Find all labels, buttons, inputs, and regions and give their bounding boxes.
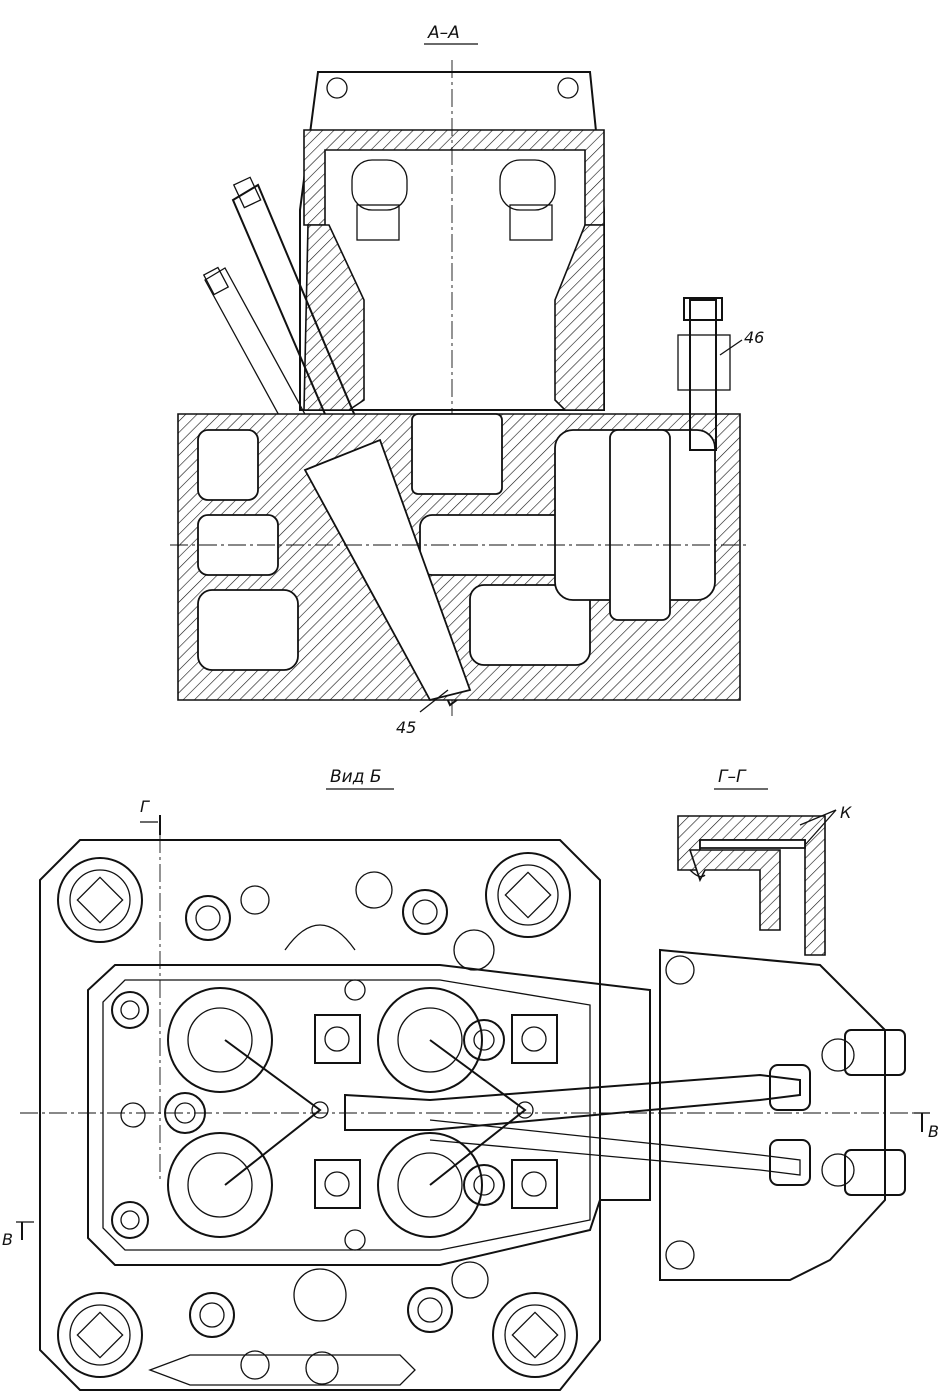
view-b-title: Вид Б [330,767,382,787]
section-mark-v-right: В [928,1122,939,1141]
corner-bolt [57,857,143,943]
corner-bolt [485,852,571,938]
corner-bolt [57,1292,143,1378]
section-gg-view: Г–Г К [677,767,852,956]
part-number-45: 45 [396,718,416,737]
section-mark-g: Г [140,797,150,816]
section-gg-title: Г–Г [718,767,747,787]
part-number-46: 46 [744,328,764,347]
view-b: Вид Б Г [2,767,939,1391]
stud-bolt-46 [677,297,731,451]
corner-bolt [492,1292,578,1378]
mark-k: К [840,803,852,822]
section-aa-title: А–А [427,23,460,43]
section-aa-view: А–А [170,23,764,737]
section-mark-v-left: В [2,1230,13,1249]
